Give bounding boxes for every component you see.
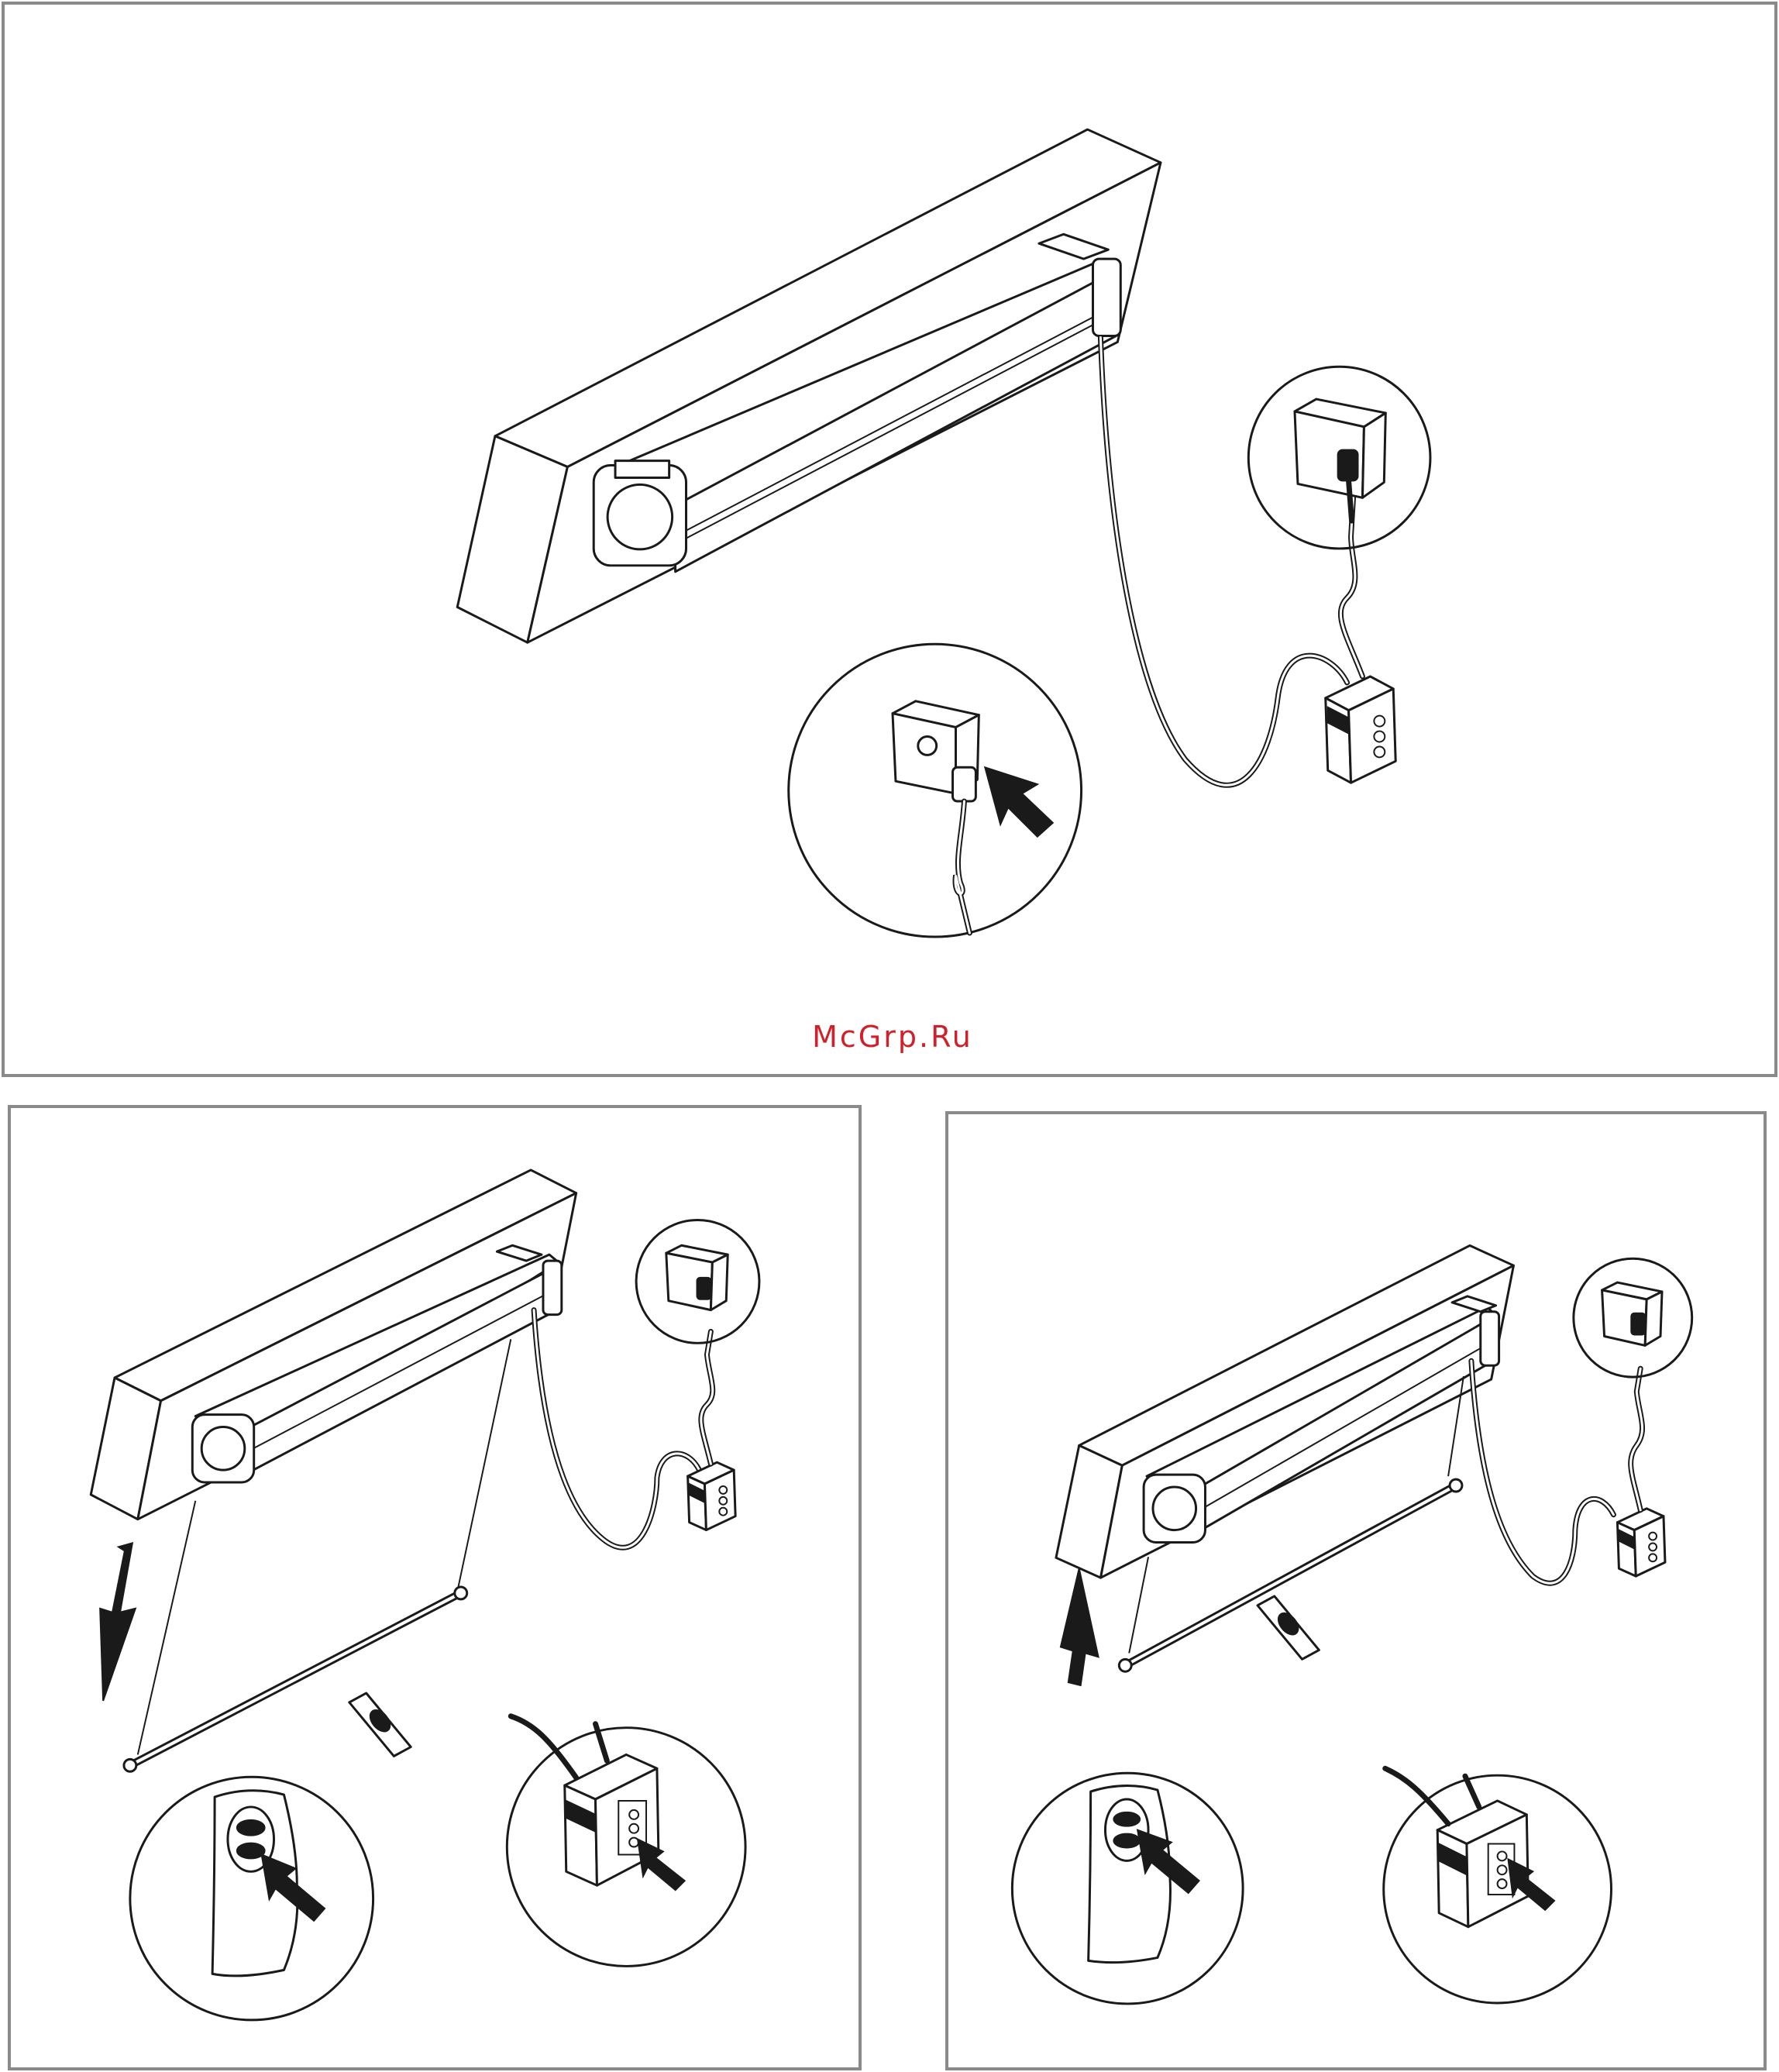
wall-beam [91, 1170, 576, 1520]
panel-lower-screen [8, 1105, 862, 2070]
zoom-circle-control-box [1384, 1768, 1612, 2003]
zoom-circle-plugged-socket [1248, 367, 1430, 549]
watermark-text: McGrp.Ru [3, 1020, 1779, 1054]
panel-raise-screen [945, 1111, 1767, 2070]
zoom-circle-plugged-socket [636, 1220, 759, 1343]
zoom-circle-remote [130, 1777, 373, 2020]
remote-control-icon [349, 1693, 411, 1756]
zoom-circle-control-box [507, 1716, 745, 1967]
remote-control-icon [1089, 1786, 1171, 1963]
illustration-lower-screen [11, 1108, 859, 2067]
remote-control-icon [1258, 1596, 1319, 1659]
power-plug-icon [953, 767, 976, 933]
wall-socket-icon [1295, 399, 1385, 497]
control-box-icon [1617, 1509, 1665, 1576]
direction-arrow-icon [1061, 1568, 1099, 1685]
press-arrow-icon [638, 1840, 685, 1891]
panel-connect-power: McGrp.Ru [2, 2, 1777, 1077]
press-arrow-icon [985, 767, 1052, 836]
control-box-icon [1326, 676, 1395, 783]
zoom-circle-plugged-socket [1574, 1258, 1692, 1377]
illustration-connect-power [5, 5, 1774, 1074]
zoom-circle-insert-plug [789, 644, 1082, 937]
zoom-circle-remote [1012, 1773, 1243, 2004]
control-box-icon [688, 1462, 736, 1530]
illustration-raise-screen [948, 1114, 1764, 2067]
direction-arrow-icon [100, 1543, 136, 1701]
